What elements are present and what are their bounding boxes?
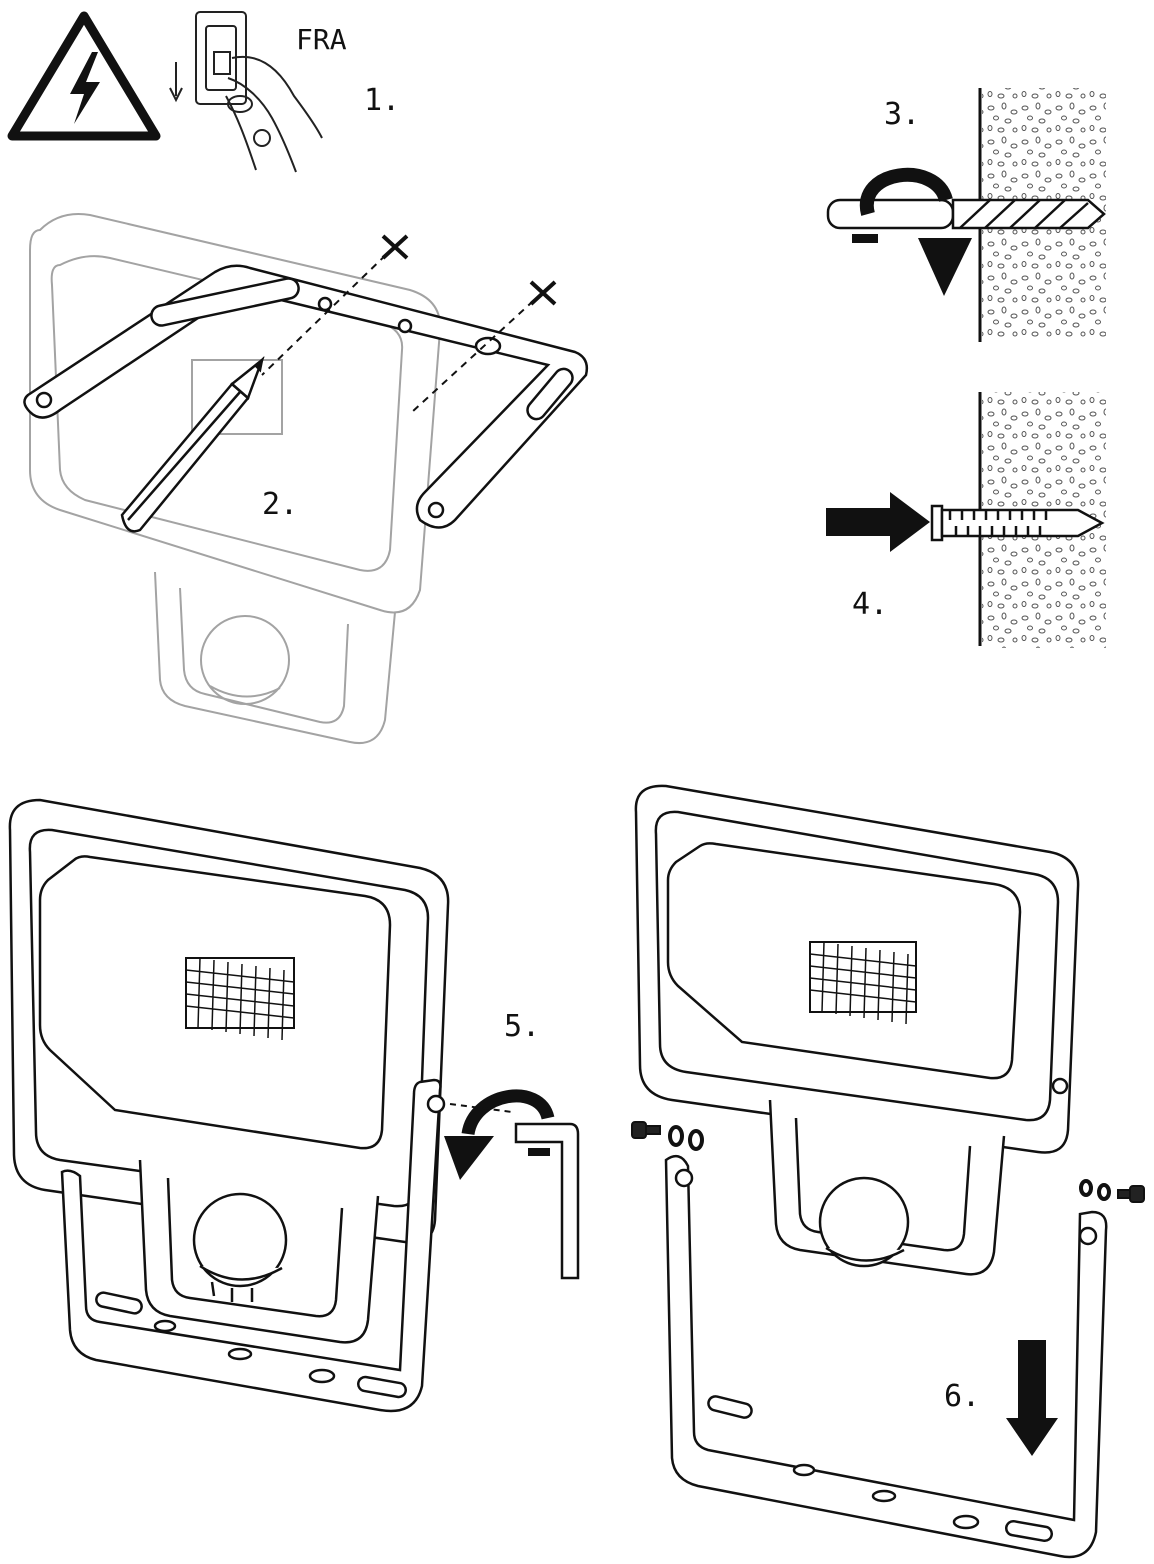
step-label-4: 4. [852, 587, 889, 622]
step-label-3: 3. [884, 97, 921, 132]
drill-bit-icon [826, 198, 1106, 230]
screw-icon [631, 1121, 661, 1139]
screw-icon [1117, 1185, 1145, 1203]
down-arrow-icon [1006, 1340, 1058, 1456]
allen-key-icon [514, 1122, 580, 1280]
step-label-2: 2. [262, 487, 299, 522]
pencil-icon [120, 356, 265, 533]
washer-icon [668, 1125, 704, 1151]
lamp-faint-outline [29, 213, 442, 744]
washer-icon [1079, 1179, 1111, 1201]
rotation-arrow-icon [852, 167, 972, 296]
lamp-front-left [8, 798, 450, 1413]
step-label-5: 5. [504, 1009, 541, 1044]
step-label-1: 1. [364, 83, 401, 118]
rotation-arrow-icon [444, 1089, 555, 1180]
language-code: FRA [296, 23, 347, 56]
drill-marks [261, 234, 557, 413]
push-arrow-icon [826, 492, 930, 552]
step-label-6: 6. [944, 1379, 981, 1414]
high-voltage-warning-icon [7, 11, 161, 141]
mounting-bracket-template [23, 264, 589, 529]
wall-plug-icon [930, 504, 1105, 542]
power-switch-icon [169, 11, 323, 173]
lamp-front-right [634, 784, 1108, 1559]
